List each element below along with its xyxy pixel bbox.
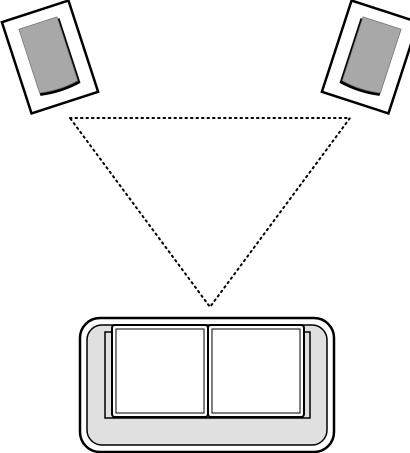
sofa-cushion-right-inner [211,328,301,414]
right-speaker-driver [341,16,402,94]
sofa-cushion-left-inner [115,328,205,414]
left-speaker-driver [18,16,79,94]
right-speaker-icon [320,0,410,116]
left-speaker-icon [0,0,100,116]
listening-triangle [68,117,352,309]
sofa-icon [78,316,336,453]
